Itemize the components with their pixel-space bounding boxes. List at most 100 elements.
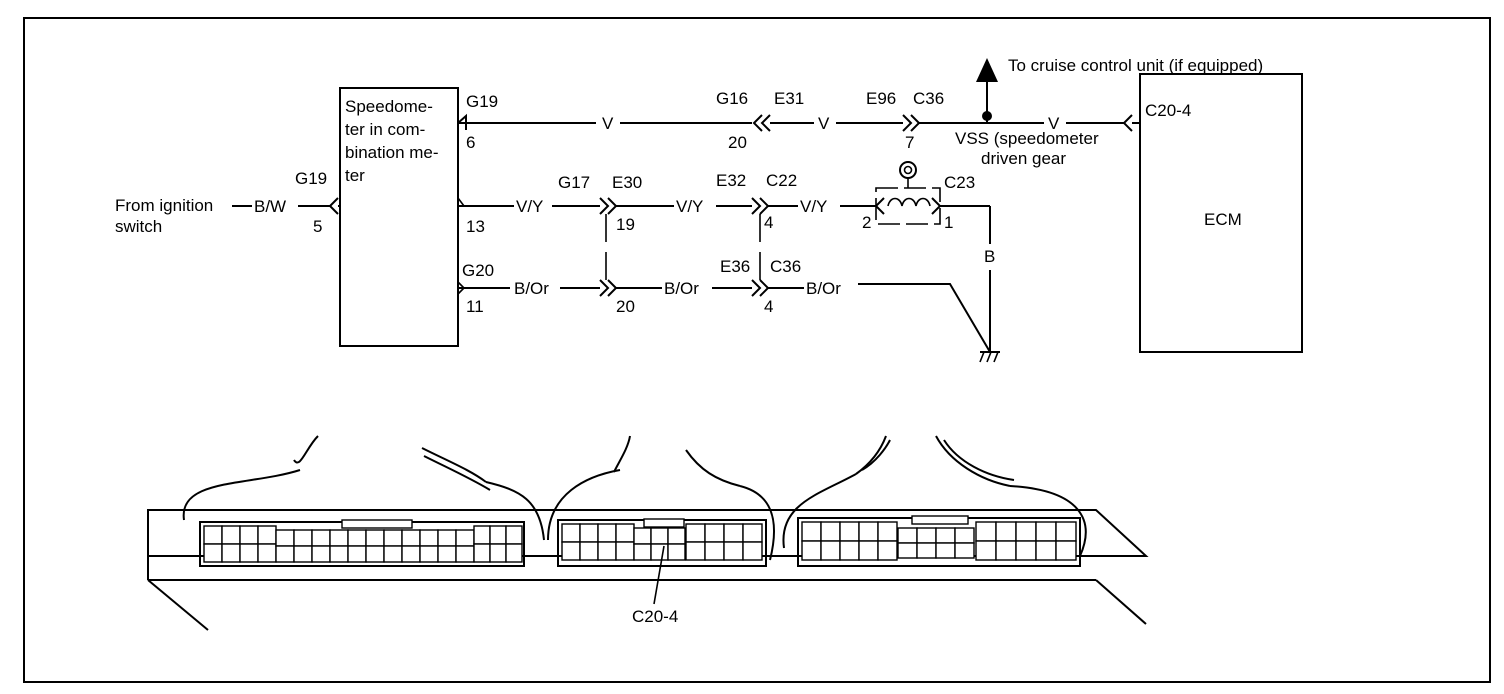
vss-label-1: VSS (speedometer xyxy=(955,129,1099,148)
connector-pin-cell xyxy=(1055,521,1077,542)
connector-pin-cell xyxy=(820,540,841,561)
connector-pin-cell xyxy=(505,525,523,545)
vss-label-2: driven gear xyxy=(981,149,1066,168)
pin-20-bot: 20 xyxy=(616,297,635,316)
connector-e36: E36 xyxy=(720,257,750,276)
speedometer-label-2: ter in com- xyxy=(345,120,425,139)
connector-pin-cell xyxy=(239,525,259,545)
ignition-label-2: switch xyxy=(115,217,162,236)
connector-g20: G20 xyxy=(462,261,494,280)
connector-pin-cell xyxy=(633,543,652,561)
connector-pin-cell xyxy=(489,543,507,563)
connector-pin-cell xyxy=(401,545,421,563)
connector-g17: G17 xyxy=(558,173,590,192)
connector-pin-cell xyxy=(615,541,635,561)
connector-pin-cell xyxy=(685,541,706,561)
connector-pin-cell xyxy=(667,527,686,545)
cruise-control-note: To cruise control unit (if equipped) xyxy=(1008,56,1263,75)
connector-g16: G16 xyxy=(716,89,748,108)
harness-curve-5 xyxy=(782,473,857,549)
connector-pin-cell xyxy=(579,523,599,543)
connector-e32-icon xyxy=(751,197,762,215)
connector-pin-cell xyxy=(203,543,223,563)
connector-pin-cell xyxy=(1055,540,1077,561)
connector-block-right xyxy=(797,517,1081,567)
connector-g16-icon xyxy=(752,114,763,132)
speedometer-label-4: ter xyxy=(345,166,365,185)
connector-c20-4: C20-4 xyxy=(1145,101,1191,120)
ecm-label: ECM xyxy=(1204,210,1242,229)
connector-pin-cell xyxy=(561,541,581,561)
connector-pin-cell xyxy=(239,543,259,563)
connector-g17-icon xyxy=(599,197,610,215)
connector-pin-cell xyxy=(742,523,763,543)
connector-pin-cell xyxy=(437,529,457,547)
connector-e96: E96 xyxy=(866,89,896,108)
diagram-frame xyxy=(23,17,1491,683)
connector-pin-cell xyxy=(935,527,956,544)
connector-pin-cell xyxy=(704,541,725,561)
connector-pin-cell xyxy=(954,527,975,544)
connector-pin-cell xyxy=(365,545,385,563)
connector-pin-cell xyxy=(877,521,898,542)
connector-pin-cell xyxy=(275,529,295,547)
wire-v-label-1: V xyxy=(602,114,614,133)
connector-pin-cell xyxy=(916,527,937,544)
connector-e30: E30 xyxy=(612,173,642,192)
connector-block-middle xyxy=(557,519,767,567)
connector-pin-cell xyxy=(704,523,725,543)
connector-g19-top: G19 xyxy=(466,92,498,111)
wire-vy-label-3: V/Y xyxy=(800,197,827,216)
ecm-connector-illustration: C20-4 xyxy=(147,435,1149,631)
connector-pin-cell xyxy=(419,545,439,563)
connector-c20-4-icon xyxy=(1122,114,1133,132)
connector-pin-cell xyxy=(975,521,997,542)
pin-20-top: 20 xyxy=(728,133,747,152)
arrow-up-icon xyxy=(976,58,998,82)
connector-pin-cell xyxy=(685,523,706,543)
connector-pin-cell xyxy=(293,545,313,563)
connector-pin-cell xyxy=(221,525,241,545)
connector-pin-cell xyxy=(667,543,686,561)
ignition-label-1: From ignition xyxy=(115,196,213,215)
connector-g19-top-icon xyxy=(457,113,467,130)
connector-c22: C22 xyxy=(766,171,797,190)
vss-coil-icon xyxy=(887,197,931,207)
connector-g19-left: G19 xyxy=(295,169,327,188)
bottom-callout-c20-4: C20-4 xyxy=(632,607,678,626)
connector-pin-cell xyxy=(1035,521,1057,542)
connector-pin-cell xyxy=(597,541,617,561)
connector-g19-left-icon xyxy=(328,197,339,215)
connector-pin-cell xyxy=(257,543,277,563)
harness-curve-4 xyxy=(739,485,776,561)
connector-pin-cell xyxy=(1015,521,1037,542)
connector-cells-middle xyxy=(561,523,763,561)
pin-19: 19 xyxy=(616,215,635,234)
connector-pin-cell xyxy=(329,545,349,563)
wire-v-label-3: V xyxy=(1048,114,1060,133)
connector-pin-cell xyxy=(347,529,367,547)
connector-pin-cell xyxy=(473,525,491,545)
connector-e31-icon xyxy=(760,114,771,132)
connector-pin-cell xyxy=(597,523,617,543)
connector-pin-cell xyxy=(995,521,1017,542)
pin-13: 13 xyxy=(466,217,485,236)
connector-e32: E32 xyxy=(716,171,746,190)
connector-pin-cell xyxy=(650,527,669,545)
connector-pin-cell xyxy=(839,521,860,542)
connector-c36-bot: C36 xyxy=(770,257,801,276)
connector-pin-cell xyxy=(801,521,822,542)
connector-pin-cell xyxy=(820,521,841,542)
callout-leader xyxy=(653,545,665,605)
connector-pin-cell xyxy=(935,542,956,559)
connector-pin-cell xyxy=(633,527,652,545)
vss-sensor-icon xyxy=(899,161,917,179)
connector-pin-cell xyxy=(723,523,744,543)
pin-4-mid: 4 xyxy=(764,213,773,232)
connector-pin-cell xyxy=(221,543,241,563)
connector-pin-cell xyxy=(995,540,1017,561)
wire-bor-label-1: B/Or xyxy=(514,279,549,298)
wire-v-label-2: V xyxy=(818,114,830,133)
connector-pin-cell xyxy=(473,543,491,563)
connector-pin-cell xyxy=(505,543,523,563)
